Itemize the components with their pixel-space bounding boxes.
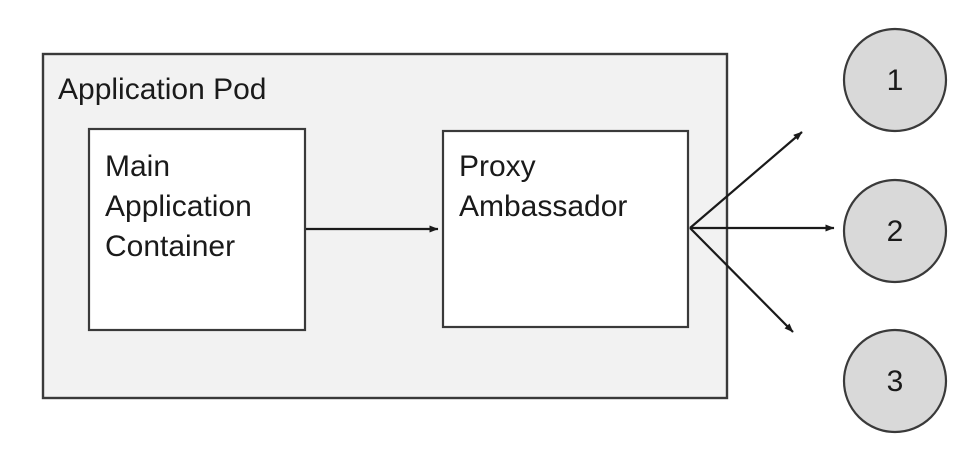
backend-circle-3[interactable] (842, 328, 948, 434)
backend-label-1: 1 (886, 64, 904, 97)
connector-proxy-to-backend-1 (689, 131, 803, 229)
backend-label-3: 3 (886, 365, 904, 398)
main-application-container-box[interactable] (87, 127, 307, 332)
proxy-ambassador-label: Proxy Ambassador (459, 150, 628, 223)
backend-label-2: 2 (886, 215, 904, 248)
connector-proxy-to-backend-3 (689, 227, 794, 333)
application-pod-label: Application Pod (58, 73, 267, 106)
backend-circle-2[interactable] (842, 178, 948, 284)
proxy-ambassador-box[interactable] (441, 129, 690, 329)
backend-circle-1[interactable] (842, 27, 948, 133)
main-application-container-label: Main Application Container (105, 150, 252, 263)
